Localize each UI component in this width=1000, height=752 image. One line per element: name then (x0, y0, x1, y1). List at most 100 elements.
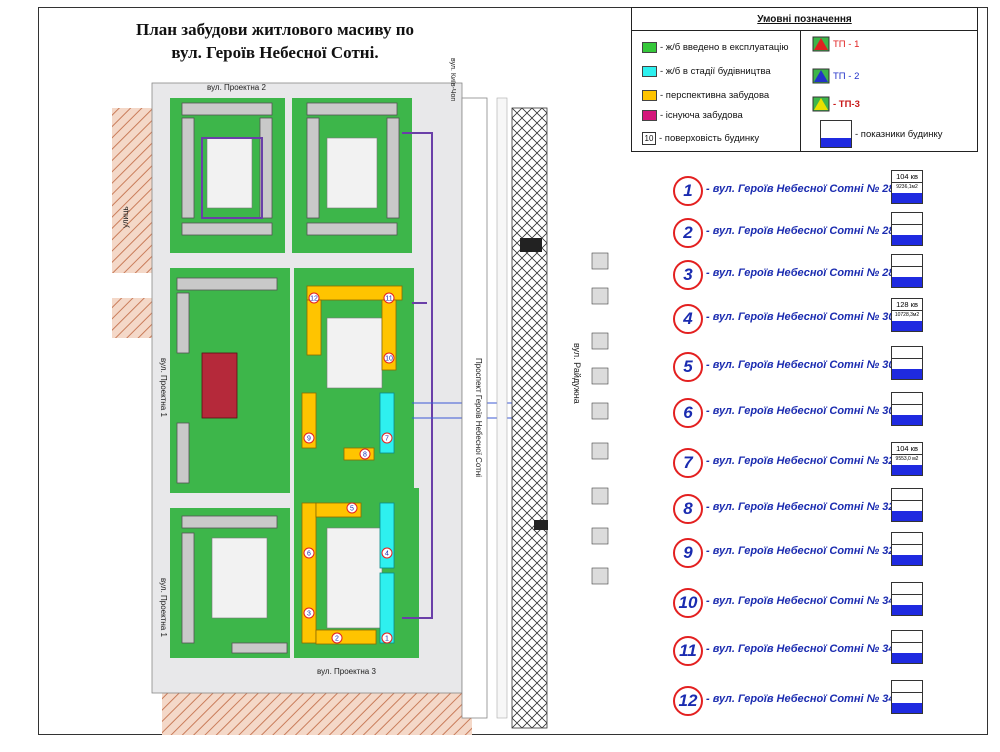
map-frame (38, 7, 988, 735)
building-address: - вул. Героїв Небесної Сотні № 30/1 (706, 359, 904, 371)
tp1-icon (812, 36, 830, 52)
color-swatch (642, 66, 657, 77)
svg-text:3: 3 (307, 611, 311, 618)
legend-item-tp1: ТП - 1 (812, 36, 859, 52)
building-address: - вул. Героїв Небесної Сотні № 30/2 (706, 405, 904, 417)
building-row-11: 11 - вул. Героїв Небесної Сотні № 34/1 (673, 630, 983, 670)
street-label-top: вул. Проектна 2 (207, 83, 266, 92)
legend-item-tp2: ТП - 2 (812, 68, 859, 84)
building-number: 5 (673, 352, 703, 382)
svg-text:8: 8 (363, 452, 367, 459)
building-address: - вул. Героїв Небесної Сотні № 28 (706, 183, 895, 195)
building-indicator (891, 212, 923, 246)
building-row-2: 2 - вул. Героїв Небесної Сотні № 28/1 (673, 212, 983, 252)
street-label-bottom: вул. Проектна 3 (317, 667, 376, 676)
avenue-median (496, 97, 508, 719)
legend-item-construction: - ж/б в стадії будівництва (642, 66, 771, 77)
building-address: - вул. Героїв Небесної Сотні № 32/2 (706, 545, 904, 557)
building-indicator (891, 630, 923, 664)
floors-box: 10 (642, 132, 656, 145)
svg-text:10: 10 (385, 356, 393, 363)
building-number: 6 (673, 398, 703, 428)
page-title: План забудови житлового масиву по вул. Г… (90, 18, 460, 64)
tp3-icon (812, 96, 830, 112)
building-indicator (891, 582, 923, 616)
building-address: - вул. Героїв Небесної Сотні № 32/1 (706, 501, 904, 513)
building-number: 7 (673, 448, 703, 478)
building-indicator (891, 254, 923, 288)
tp-station-bottom (534, 520, 548, 530)
legend-item-commissioned: - ж/б введено в експлуатацію (642, 42, 789, 53)
building-address: - вул. Героїв Небесної Сотні № 28/1 (706, 225, 904, 237)
building-number: 3 (673, 260, 703, 290)
avenue-label: Проспект Героїв Небесної Сотні (474, 358, 483, 477)
building-number: 4 (673, 304, 703, 334)
street-label-left-3: улиць (121, 206, 130, 228)
construction-buildings (379, 392, 395, 644)
svg-text:4: 4 (385, 551, 389, 558)
legend-divider-h (632, 30, 977, 31)
building-address: - вул. Героїв Небесної Сотні № 32 (706, 455, 895, 467)
building-row-9: 9 - вул. Героїв Небесної Сотні № 32/2 (673, 532, 983, 572)
avenue-strip (461, 97, 488, 719)
building-number: 1 (673, 176, 703, 206)
building-number: 10 (673, 588, 703, 618)
building-indicator (891, 680, 923, 714)
street-label-left-2: вул. Проектна 1 (159, 578, 168, 637)
building-number: 9 (673, 538, 703, 568)
legend-item-existing: - існуюча забудова (642, 110, 743, 121)
private-houses (591, 252, 609, 585)
building-indicator: 104 кв 9236,1м2 (891, 170, 923, 204)
building-address: - вул. Героїв Небесної Сотні № 28/2 (706, 267, 904, 279)
legend-item-perspective: - перспективна забудова (642, 90, 769, 101)
existing-development (201, 352, 238, 419)
building-address: - вул. Героїв Небесної Сотні № 34 (706, 595, 895, 607)
color-swatch (642, 110, 657, 121)
svg-text:12: 12 (310, 296, 318, 303)
building-row-8: 8 - вул. Героїв Небесної Сотні № 32/1 (673, 488, 983, 528)
building-address: - вул. Героїв Небесної Сотні № 30 (706, 311, 895, 323)
building-indicator (891, 488, 923, 522)
legend-title: Умовні позначення (757, 14, 852, 25)
legend-item-indicators: - показники будинку (820, 120, 943, 148)
building-address: - вул. Героїв Небесної Сотні № 34/1 (706, 643, 904, 655)
building-indicator: 104 кв 9553,0 м2 (891, 442, 923, 476)
svg-text:11: 11 (385, 296, 392, 303)
svg-text:6: 6 (307, 551, 311, 558)
building-number: 12 (673, 686, 703, 716)
svg-text:1: 1 (385, 636, 389, 643)
existing-buildings (176, 102, 400, 654)
street-label-left-1: вул. Проектна 1 (159, 358, 168, 417)
legend-panel: Умовні позначення - ж/б введено в експлу… (631, 7, 978, 152)
building-row-1: 1 - вул. Героїв Небесної Сотні № 28 104 … (673, 170, 983, 210)
indicator-swatch (820, 120, 852, 148)
building-row-3: 3 - вул. Героїв Небесної Сотні № 28/2 (673, 254, 983, 294)
color-swatch (642, 42, 657, 53)
rail-band (511, 107, 548, 729)
svg-text:5: 5 (350, 506, 354, 513)
building-indicator: 128 кв 10728,3м2 (891, 298, 923, 332)
site-plan-map: 12 11 10 9 7 8 5 6 4 3 2 1 вул. Проектна… (112, 58, 609, 735)
road-label-top: вул. Київ-Чоп (449, 58, 456, 101)
building-number: 8 (673, 494, 703, 524)
svg-text:7: 7 (385, 436, 389, 443)
legend-item-tp3: - ТП-3 (812, 96, 860, 112)
title-line-1: План забудови житлового масиву по (135, 20, 415, 39)
building-address: - вул. Героїв Небесної Сотні № 34/2 (706, 693, 904, 705)
building-number: 2 (673, 218, 703, 248)
title-line-2: вул. Героїв Небесної Сотні. (171, 43, 379, 62)
building-row-6: 6 - вул. Героїв Небесної Сотні № 30/2 (673, 392, 983, 432)
color-swatch (642, 90, 657, 101)
tp2-icon (812, 68, 830, 84)
svg-text:9: 9 (307, 436, 311, 443)
building-indicator (891, 346, 923, 380)
building-row-4: 4 - вул. Героїв Небесної Сотні № 30 128 … (673, 298, 983, 338)
building-row-10: 10 - вул. Героїв Небесної Сотні № 34 (673, 582, 983, 622)
building-row-12: 12 - вул. Героїв Небесної Сотні № 34/2 (673, 680, 983, 720)
building-indicator (891, 532, 923, 566)
plan-numbers: 12 11 10 9 7 8 5 6 4 3 2 1 (303, 292, 395, 644)
hatched-area-left (112, 108, 152, 273)
tp-station-top (520, 238, 542, 252)
building-indicator (891, 392, 923, 426)
hatched-area-left-lower (112, 298, 152, 338)
